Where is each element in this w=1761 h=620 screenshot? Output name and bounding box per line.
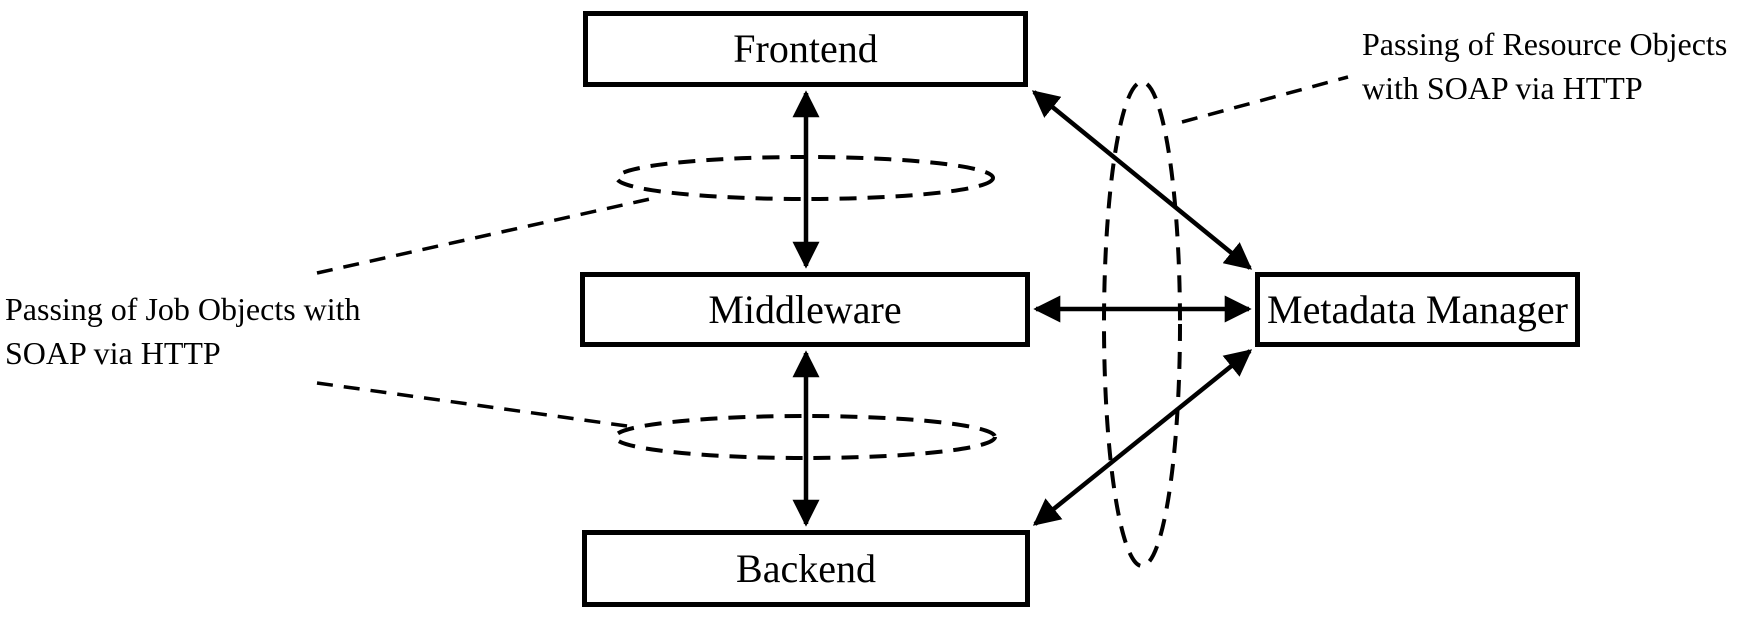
job-objects-annotation-line1: Passing of Job Objects with: [5, 291, 361, 327]
middleware-box: Middleware: [580, 272, 1030, 347]
frontend-label: Frontend: [733, 26, 878, 71]
job-objects-annotation-line2: SOAP via HTTP: [5, 335, 221, 371]
backend-box: Backend: [582, 530, 1030, 607]
metadata-manager-box: Metadata Manager: [1255, 272, 1580, 347]
scope-ellipse-metadata-arrows: [1102, 80, 1182, 568]
metadata-manager-label: Metadata Manager: [1267, 286, 1568, 332]
backend-label: Backend: [736, 545, 876, 591]
leader-resource-to-tall-ellipse: [1181, 75, 1349, 124]
frontend-box: Frontend: [583, 11, 1028, 87]
scope-ellipse-middleware-backend: [613, 414, 997, 460]
resource-objects-annotation-line2: with SOAP via HTTP: [1362, 70, 1643, 106]
leader-job-to-upper-ellipse: [316, 197, 651, 275]
edge-backend-metadata: [1032, 349, 1253, 526]
middleware-label: Middleware: [708, 286, 902, 332]
resource-objects-annotation: Passing of Resource Objects with SOAP vi…: [1362, 22, 1727, 110]
job-objects-annotation: Passing of Job Objects with SOAP via HTT…: [5, 287, 361, 375]
edge-frontend-metadata: [1031, 90, 1253, 270]
resource-objects-annotation-line1: Passing of Resource Objects: [1362, 26, 1728, 62]
leader-job-to-lower-ellipse: [316, 381, 635, 429]
